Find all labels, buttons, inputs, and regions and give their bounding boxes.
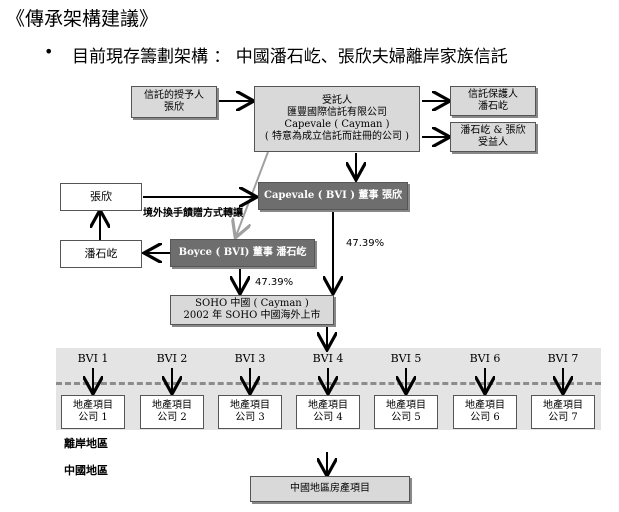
- transfer-note: 境外換手饋贈方式轉讓: [143, 208, 243, 219]
- project-company-name: 公司 1: [78, 412, 108, 423]
- soho-box: SOHO 中國 ( Cayman ) 2002 年 SOHO 中國海外上市: [170, 295, 334, 325]
- bvi-label: BVI 4: [312, 352, 344, 365]
- project-company-box: 地產項目 公司 3: [218, 395, 282, 429]
- project-company-name: 公司 7: [548, 412, 578, 423]
- bvi-label: BVI 6: [469, 352, 501, 365]
- bvi-label: BVI 7: [547, 352, 579, 365]
- settlor-name: 張欣: [164, 102, 184, 113]
- settlor-role: 信託的授予人: [144, 90, 204, 101]
- project-company-box: 地產項目 公司 5: [374, 395, 438, 429]
- bvi-label: BVI 1: [77, 352, 109, 365]
- soho-listing: 2002 年 SOHO 中國海外上市: [183, 310, 321, 321]
- boyce-bvi-box: Boyce ( BVI) 董事 潘石屹: [170, 239, 315, 267]
- bvi-label: BVI 2: [156, 352, 188, 365]
- beneficiary-names: 潘石屹 & 張欣: [460, 125, 526, 136]
- beneficiary-role: 受益人: [478, 137, 508, 148]
- pct-capevale: 47.39%: [346, 238, 385, 249]
- project-company-name: 公司 2: [157, 412, 187, 423]
- project-company-box: 地產項目 公司 7: [531, 395, 595, 429]
- zhangxin-box: 張欣: [60, 183, 142, 211]
- pct-boyce: 47.39%: [255, 277, 294, 288]
- project-label: 地產項目: [73, 400, 113, 411]
- offshore-region-label: 離岸地區: [64, 437, 108, 450]
- bvi-label: BVI 5: [390, 352, 422, 365]
- protector-role: 信託保護人: [468, 89, 518, 100]
- bvi-label: BVI 3: [234, 352, 266, 365]
- project-company-box: 地產項目 公司 2: [140, 395, 204, 429]
- protector-box: 信託保護人 潘石屹: [450, 86, 536, 116]
- project-label: 地產項目: [230, 400, 270, 411]
- trustee-box: 受託人 匯豐國際信託有限公司 Capevale ( Cayman ) ( 特意為…: [254, 86, 420, 152]
- panshiyi-box: 潘石屹: [60, 240, 142, 268]
- panshiyi-name: 潘石屹: [84, 247, 118, 260]
- project-company-box: 地產項目 公司 6: [453, 395, 517, 429]
- zhangxin-name: 張欣: [90, 190, 112, 203]
- project-company-name: 公司 5: [391, 412, 421, 423]
- capevale-bvi-box: Capevale ( BVI ) 董事 張欣: [258, 182, 408, 210]
- project-label: 地產項目: [152, 400, 192, 411]
- trustee-entity: Capevale ( Cayman ): [284, 119, 390, 130]
- project-company-name: 公司 3: [235, 412, 265, 423]
- soho-name: SOHO 中國 ( Cayman ): [195, 298, 309, 309]
- china-project-box: 中國地區房產項目: [250, 476, 410, 502]
- page-subtitle: 目前現存籌劃架構 ： 中國潘石屹、張欣夫婦離岸家族信託: [72, 47, 508, 67]
- trustee-role: 受託人: [322, 95, 352, 106]
- settlor-box: 信託的授予人 張欣: [131, 86, 217, 118]
- protector-name: 潘石屹: [478, 101, 508, 112]
- project-company-box: 地產項目 公司 4: [296, 395, 360, 429]
- bullet-marker: •: [44, 42, 54, 61]
- trustee-name: 匯豐國際信託有限公司: [287, 107, 387, 118]
- project-label: 地產項目: [465, 400, 505, 411]
- trustee-note: ( 特意為成立信託而註冊的公司 ): [264, 131, 410, 142]
- project-company-box: 地產項目 公司 1: [61, 395, 125, 429]
- capevale-bvi-label: Capevale ( BVI ) 董事 張欣: [263, 190, 402, 201]
- boyce-bvi-label: Boyce ( BVI) 董事 潘石屹: [178, 247, 307, 258]
- china-project-label: 中國地區房產項目: [290, 483, 370, 494]
- project-company-name: 公司 4: [313, 412, 343, 423]
- page-title: 《傳承架構建議》: [6, 8, 159, 30]
- china-region-label: 中國地區: [64, 464, 108, 477]
- project-label: 地產項目: [543, 400, 583, 411]
- project-label: 地產項目: [386, 400, 426, 411]
- project-label: 地產項目: [308, 400, 348, 411]
- beneficiary-box: 潘石屹 & 張欣 受益人: [450, 122, 536, 152]
- project-company-name: 公司 6: [470, 412, 500, 423]
